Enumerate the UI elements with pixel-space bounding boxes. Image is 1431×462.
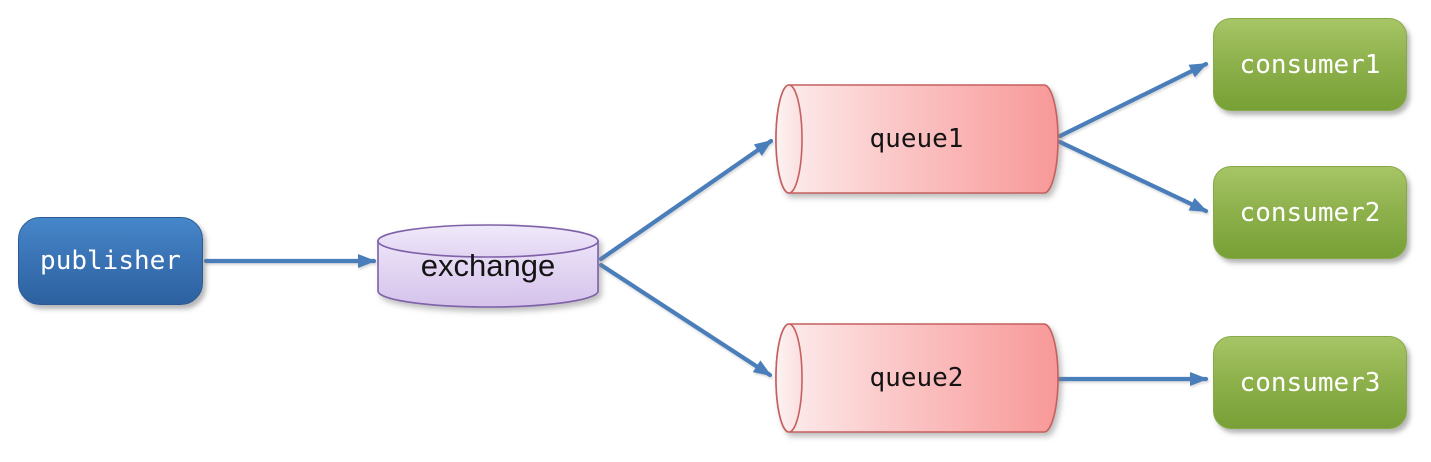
arrow-queue1-to-consumer2 bbox=[1057, 139, 1209, 214]
consumer1-label: consumer1 bbox=[1239, 49, 1381, 80]
consumer1-node: consumer1 bbox=[1213, 18, 1407, 111]
arrow-exchange-to-queue1 bbox=[598, 138, 774, 262]
queue1-cylinder bbox=[775, 84, 1059, 194]
queue2-cylinder bbox=[775, 323, 1059, 433]
publisher-label: publisher bbox=[40, 246, 181, 276]
consumer3-label: consumer3 bbox=[1239, 367, 1381, 398]
arrow-exchange-to-queue2 bbox=[598, 262, 773, 378]
exchange-cylinder bbox=[377, 224, 599, 308]
consumer3-node: consumer3 bbox=[1213, 336, 1407, 429]
arrow-queue1-to-consumer1 bbox=[1057, 61, 1209, 139]
publisher-node: publisher bbox=[18, 217, 203, 305]
consumer2-node: consumer2 bbox=[1213, 166, 1407, 259]
consumer2-label: consumer2 bbox=[1239, 197, 1381, 228]
